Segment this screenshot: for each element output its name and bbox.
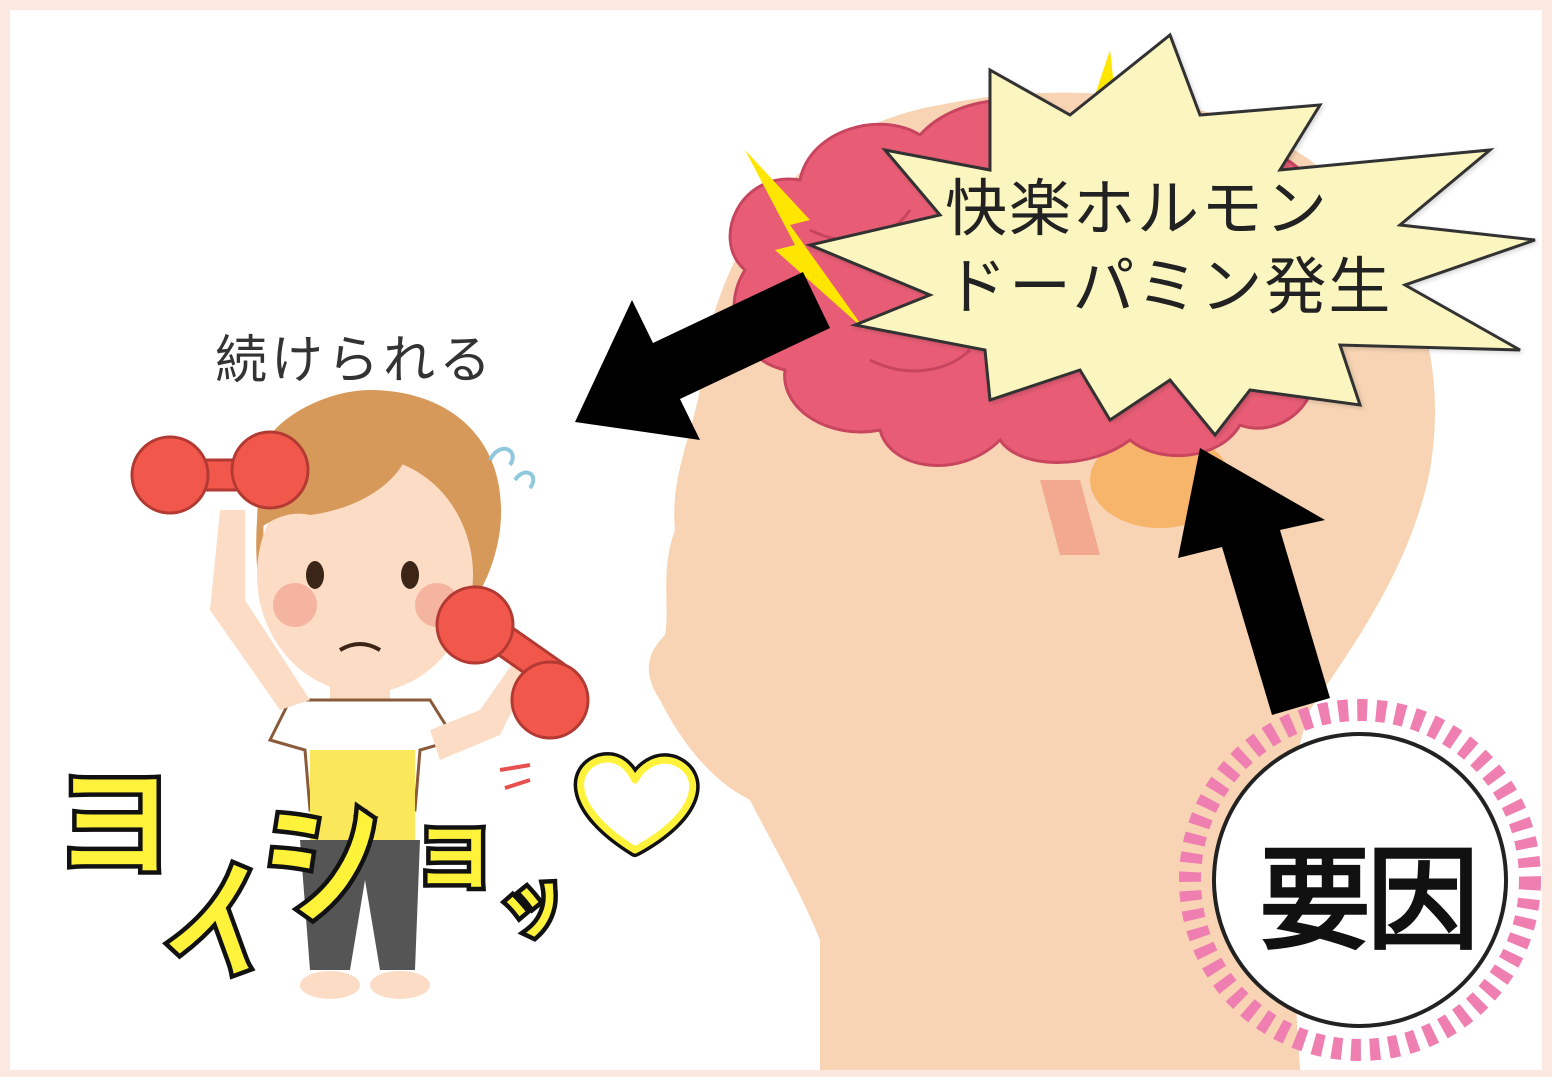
hormone-label: 快楽ホルモン ドーパミン発生 xyxy=(945,170,1415,326)
effort-text: ヨ イ シ ョ ッ xyxy=(51,751,585,1020)
factor-badge xyxy=(1179,699,1541,1061)
dumbbell-icon xyxy=(435,585,590,740)
illustration: ヨ イ シ ョ ッ xyxy=(51,32,1541,1070)
arrow-icon xyxy=(575,272,1330,715)
dumbbell-icon xyxy=(130,430,310,515)
hormone-line-1: 快楽ホルモン xyxy=(945,172,1330,245)
diagram-canvas: ヨ イ シ ョ ッ 続けられる 快楽ホルモン ドーパミン発生 要因 xyxy=(10,10,1542,1070)
hormone-line-2: ドーパミン発生 xyxy=(945,250,1393,323)
effort-char: ッ xyxy=(486,854,580,955)
result-label: 続けられる xyxy=(215,331,496,391)
effort-char: ョ xyxy=(410,797,500,902)
sweat-icon xyxy=(488,446,536,490)
heart-icon xyxy=(573,752,700,857)
burst-icon xyxy=(805,32,1536,438)
woman-with-dumbbells-icon xyxy=(130,390,590,999)
effort-char: ヨ xyxy=(55,755,175,894)
factor-label: 要因 xyxy=(1259,836,1479,966)
